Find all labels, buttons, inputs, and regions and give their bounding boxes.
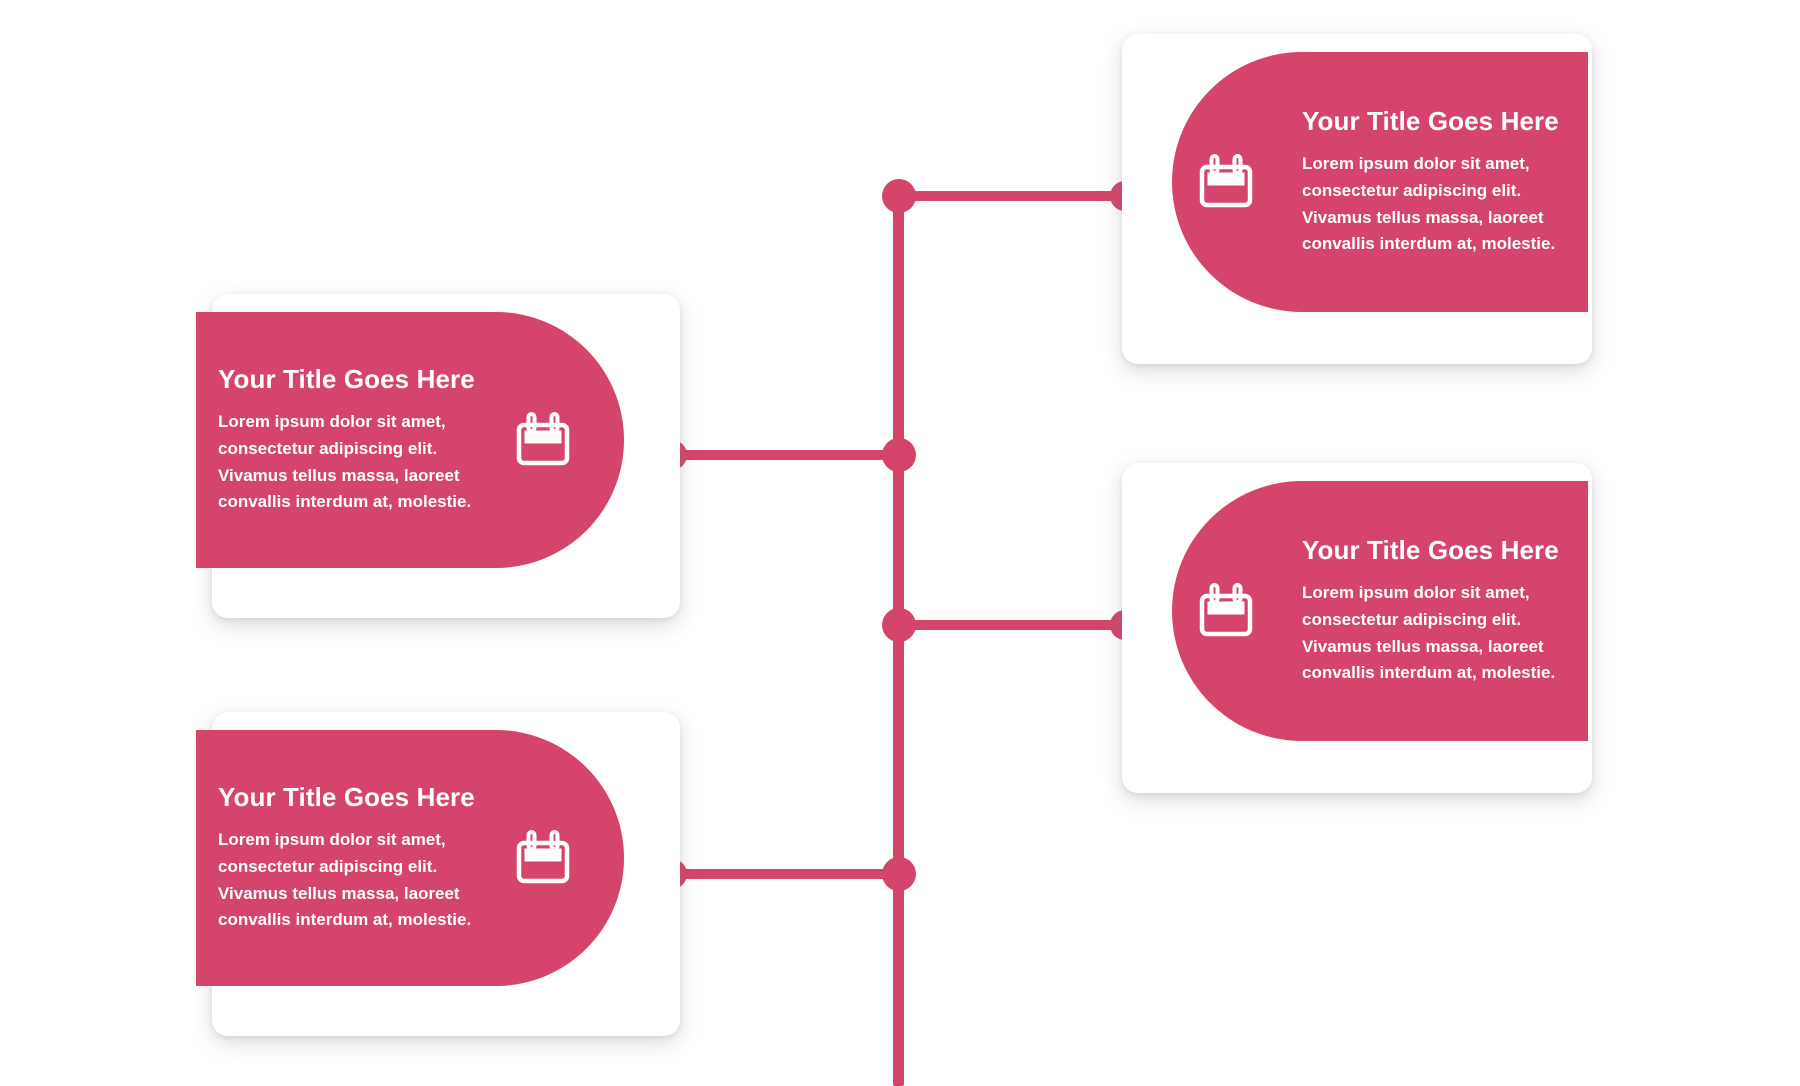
- card-text-middle-left: Your Title Goes Here Lorem ipsum dolor s…: [218, 364, 475, 516]
- card-body: Lorem ipsum dolor sit amet, consectetur …: [218, 827, 475, 934]
- calendar-icon: [511, 826, 575, 890]
- body-line: consectetur adipiscing elit.: [1302, 180, 1522, 200]
- card-panel-bottom-left: Your Title Goes Here Lorem ipsum dolor s…: [196, 730, 624, 986]
- card-body: Lorem ipsum dolor sit amet, consectetur …: [1302, 151, 1559, 258]
- spine-node-3[interactable]: [882, 608, 916, 642]
- calendar-icon: [1194, 150, 1258, 214]
- body-line: convallis interdum at, molestie.: [1302, 234, 1556, 254]
- body-line: Lorem ipsum dolor sit amet,: [218, 829, 446, 849]
- card-panel-middle-right: Your Title Goes Here Lorem ipsum dolor s…: [1172, 481, 1588, 741]
- calendar-icon: [1194, 579, 1258, 643]
- body-line: consectetur adipiscing elit.: [1302, 609, 1522, 629]
- body-line: Lorem ipsum dolor sit amet,: [218, 411, 446, 431]
- body-line: Lorem ipsum dolor sit amet,: [1302, 582, 1530, 602]
- body-line: Vivamus tellus massa, laoreet: [1302, 207, 1544, 227]
- card-text-bottom-left: Your Title Goes Here Lorem ipsum dolor s…: [218, 782, 475, 934]
- body-line: Vivamus tellus massa, laoreet: [218, 883, 460, 903]
- card-title: Your Title Goes Here: [1302, 534, 1559, 565]
- spine-node-2[interactable]: [882, 438, 916, 472]
- body-line: consectetur adipiscing elit.: [218, 438, 438, 458]
- body-line: convallis interdum at, molestie.: [218, 492, 472, 512]
- connector-line-2: [668, 450, 900, 460]
- connector-line-1: [898, 191, 1126, 201]
- card-body: Lorem ipsum dolor sit amet, consectetur …: [218, 409, 475, 516]
- calendar-icon: [511, 408, 575, 472]
- body-line: Vivamus tellus massa, laoreet: [1302, 636, 1544, 656]
- card-title: Your Title Goes Here: [1302, 105, 1559, 136]
- body-line: consectetur adipiscing elit.: [218, 856, 438, 876]
- connector-line-4: [668, 869, 900, 879]
- card-text-top-right: Your Title Goes Here Lorem ipsum dolor s…: [1302, 106, 1559, 258]
- body-line: Lorem ipsum dolor sit amet,: [1302, 153, 1530, 173]
- spine-node-4[interactable]: [882, 857, 916, 891]
- connector-line-3: [898, 620, 1126, 630]
- card-title: Your Title Goes Here: [218, 363, 475, 394]
- body-line: Vivamus tellus massa, laoreet: [218, 465, 460, 485]
- spine-node-1[interactable]: [882, 179, 916, 213]
- card-body: Lorem ipsum dolor sit amet, consectetur …: [1302, 580, 1559, 687]
- card-title: Your Title Goes Here: [218, 781, 475, 812]
- card-panel-top-right: Your Title Goes Here Lorem ipsum dolor s…: [1172, 52, 1588, 312]
- card-text-middle-right: Your Title Goes Here Lorem ipsum dolor s…: [1302, 535, 1559, 687]
- card-panel-middle-left: Your Title Goes Here Lorem ipsum dolor s…: [196, 312, 624, 568]
- body-line: convallis interdum at, molestie.: [1302, 663, 1556, 683]
- body-line: convallis interdum at, molestie.: [218, 910, 472, 930]
